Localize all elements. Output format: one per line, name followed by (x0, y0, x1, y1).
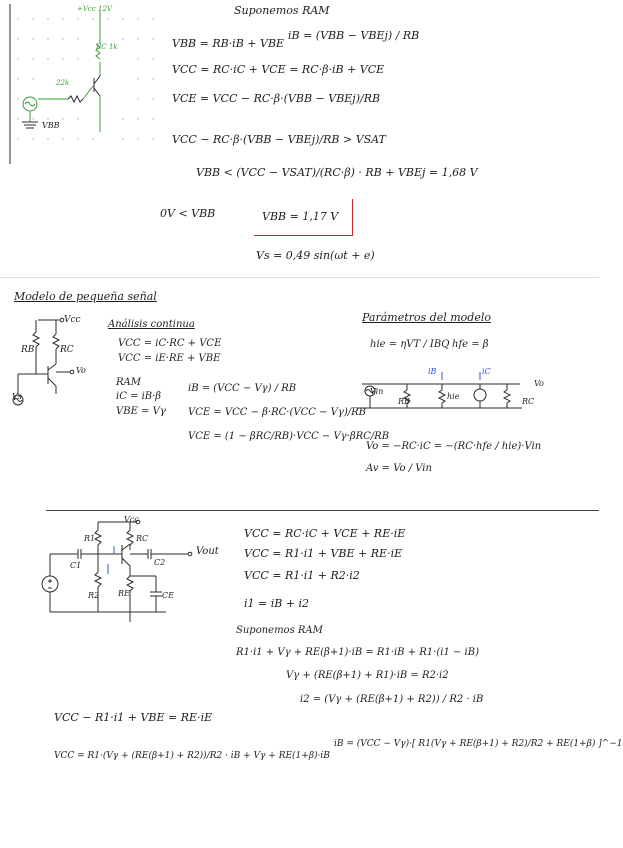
dc-ib: iB = (VCC − Vγ) / RB (188, 383, 297, 394)
kvl-1: VCC = RC·iC + VCE + RE·iE (244, 527, 406, 540)
dc-ic: iC = iB·β (116, 391, 162, 402)
result-box (254, 199, 353, 236)
sim-label-rc: RC 1k (96, 43, 118, 51)
eq-vce: VCE = VCC − RC·β·(VBB − VBEj)/RB (172, 92, 381, 105)
label-vs-mid: Vs (12, 392, 22, 401)
label-vcc-mid: Vcc (64, 315, 81, 325)
dc-eq-1: VCC = iC·RC + VCE (118, 338, 222, 349)
assume-ram-top: Suponemos RAM (234, 4, 330, 17)
sim-label-vcc: +Vcc 12V (77, 5, 112, 13)
eq-b8: VCC − R1·i1 + VBE = RE·iE (54, 711, 213, 724)
dc-analysis-title: Análisis continua (108, 319, 195, 330)
eq-vsat: VCC − RC·β·(VBB − VBEj)/RB > VSAT (172, 133, 386, 146)
dc-vbe: VBE = Vγ (116, 406, 166, 417)
label-rb-mid: RB (21, 345, 35, 355)
section-divider-2 (46, 510, 599, 511)
eq-condition: 0V < VBB (160, 207, 216, 220)
param-hfe: hfe = β (452, 339, 489, 350)
label-vo-mid: Vo (76, 366, 86, 375)
label-vcc-bottom: Vcc (124, 515, 139, 524)
eq-vo-gain: Vo = −RC·iC = −(RC·hfe / hie)·Vin (366, 441, 542, 452)
bjt-circuit-sketch (12, 317, 75, 406)
label-r2: R2 (88, 591, 100, 600)
dc-vce1: VCE = VCC − β·RC·(VCC − Vγ)/RB (188, 407, 366, 418)
dc-eq-2: VCC = iE·RE + VBE (118, 353, 221, 364)
label-rc-mid: RC (60, 345, 74, 355)
ss-label-vin: Vin (370, 387, 384, 396)
eq-av: Av = Vo / Vin (366, 463, 432, 474)
label-c2: C2 (154, 558, 166, 567)
simulator-schematic (9, 4, 154, 164)
kvl-3: VCC = R1·i1 + R2·i2 (244, 569, 360, 582)
kcl-1: i1 = iB + i2 (244, 597, 310, 610)
eq-vbb-max: VBB < (VCC − VSAT)/(RC·β) · RB + VBEj = … (196, 166, 478, 179)
dc-ram: RAM (116, 377, 141, 388)
ss-label-ib: iB (428, 367, 437, 376)
label-vout: Vout (196, 546, 219, 557)
eq-b5: R1·i1 + Vγ + RE(β+1)·iB = R1·iB + R1·(i1… (236, 647, 479, 658)
grid-dots (17, 18, 154, 140)
voltage-divider-bias-circuit (41, 519, 193, 622)
ss-label-rb: RB (398, 397, 410, 406)
section-divider-1 (0, 277, 599, 278)
ss-label-hie: hie (447, 392, 460, 401)
eq-b6: Vγ + (RE(β+1) + R1)·iB = R2·i2 (286, 670, 449, 681)
ss-label-ic: iC (482, 367, 491, 376)
eq-b9: VCC = R1·(Vγ + (RE(β+1) + R2))/R2 · iB +… (54, 751, 330, 761)
eq-vbb: VBB = RB·iB + VBE (172, 37, 285, 50)
model-params-title: Parámetros del modelo (362, 311, 491, 324)
eq-boxed: VBB = 1,17 V (262, 210, 339, 223)
label-rc-bottom: RC (136, 534, 149, 543)
eq-b7: i2 = (Vγ + (RE(β+1) + R2)) / R2 · iB (300, 694, 484, 705)
sim-label-rb: 22k (56, 79, 70, 87)
eq-ib: iB = (VBB − VBEj) / RB (288, 29, 420, 42)
eq-vcc: VCC = RC·iC + VCE = RC·β·iB + VCE (172, 63, 385, 76)
sim-label-vbb: VBB (42, 121, 60, 130)
kvl-2: VCC = R1·i1 + VBE + RE·iE (244, 547, 403, 560)
dc-vce2: VCE = (1 − βRC/RB)·VCC − Vγ·βRC/RB (188, 431, 390, 442)
ss-label-rc: RC (522, 397, 535, 406)
section-title-small-signal: Modelo de pequeña señal (14, 290, 157, 303)
small-signal-model-sketch (357, 372, 522, 409)
label-r1: R1 (84, 534, 96, 543)
param-hie: hie = ηVT / IBQ (370, 339, 450, 350)
label-ce: CE (162, 591, 174, 600)
eq-b10: iB = (VCC − Vγ)·[ R1(Vγ + RE(β+1) + R2)/… (334, 739, 623, 749)
ss-label-vo: Vo (534, 379, 544, 388)
assume-ram-bottom: Suponemos RAM (236, 625, 323, 636)
label-c1: C1 (70, 561, 82, 570)
label-re: RE (118, 589, 130, 598)
eq-vs: Vs = 0,49 sin(ωt + e) (256, 249, 375, 262)
